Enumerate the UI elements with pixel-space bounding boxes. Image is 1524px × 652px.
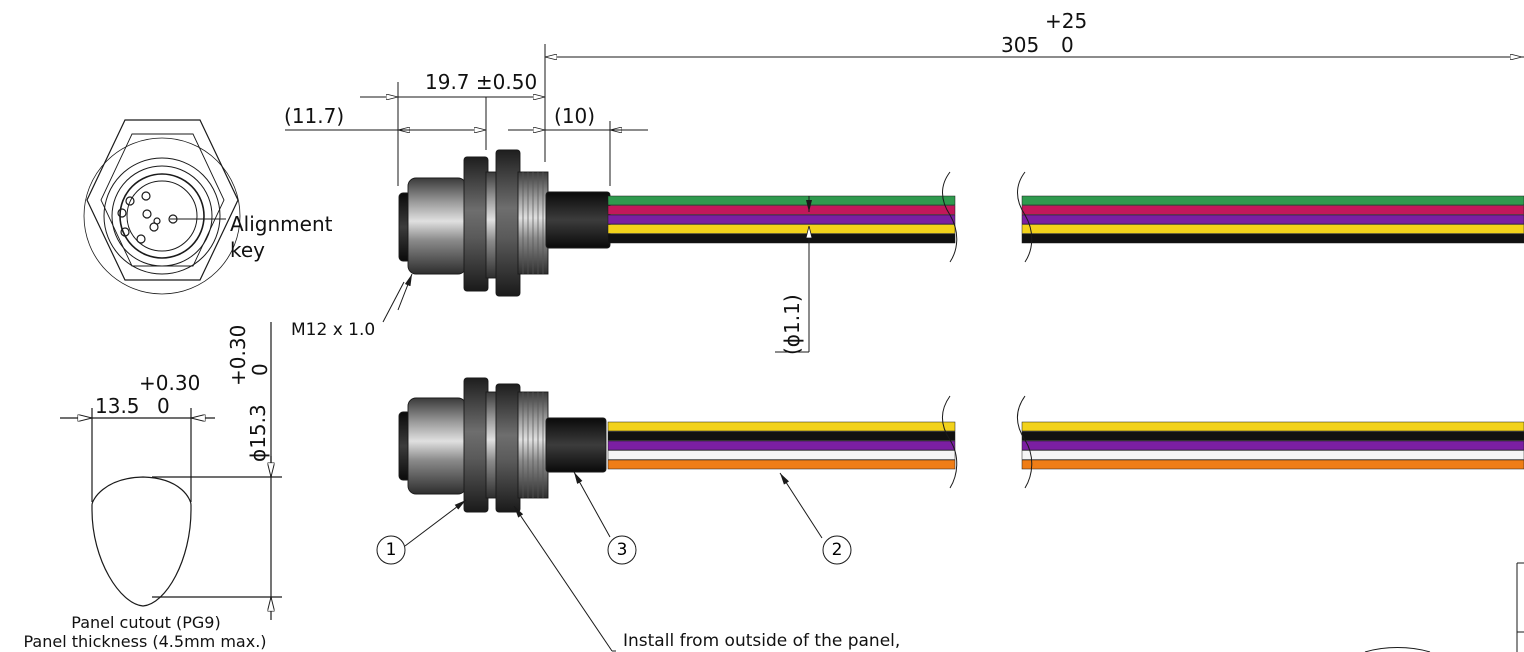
callout-circles — [376, 535, 852, 565]
wire-left-3 — [607, 450, 956, 460]
wire-right-3 — [1021, 450, 1524, 460]
connector-front-view — [83, 119, 241, 295]
wire-right-0 — [1021, 195, 1524, 206]
thread-label: M12 x 1.0 — [291, 320, 376, 340]
back-length: (10) — [554, 104, 596, 128]
title-block-fragment — [1364, 562, 1524, 652]
wire-right-4 — [1021, 233, 1524, 244]
cutout-width: 13.5 — [95, 394, 140, 418]
wire-diameter-label: (ϕ1.1) — [780, 294, 804, 355]
panel-thickness-label: Panel thickness (4.5mm max.) — [23, 632, 267, 651]
wire-right-2 — [1021, 214, 1524, 225]
wire-right-4 — [1021, 459, 1524, 470]
alignment-key-label-line1: Alignment — [230, 212, 333, 236]
connector-side-bottom — [398, 377, 607, 513]
panel-cutout-label: Panel cutout (PG9) — [71, 613, 221, 632]
body-length: 19.7 ±0.50 — [425, 70, 538, 94]
wire-right-1 — [1021, 205, 1524, 215]
wire-left-0 — [607, 421, 956, 432]
wire-right-2 — [1021, 440, 1524, 451]
wire-right-0 — [1021, 421, 1524, 432]
install-note: Install from outside of the panel, — [623, 631, 901, 651]
connector-side-top — [398, 149, 611, 297]
wire-left-1 — [607, 431, 956, 441]
wire-bundle-top — [607, 195, 1524, 244]
wire-left-3 — [607, 224, 956, 234]
overall-tol-plus: +25 — [1045, 9, 1088, 33]
wire-left-0 — [607, 195, 956, 206]
callout-2: 2 — [831, 540, 843, 560]
wire-bundle-bottom — [607, 421, 1524, 470]
cable-break-marks — [942, 171, 1033, 489]
dimension-body — [285, 82, 648, 186]
wire-left-1 — [607, 205, 956, 215]
front-length: (11.7) — [284, 104, 345, 128]
alignment-key-label-line2: key — [230, 238, 266, 262]
panel-cutout-view — [60, 322, 282, 620]
cutout-width-tol-plus: +0.30 — [139, 371, 201, 395]
cutout-dia-tol-plus: +0.30 — [226, 324, 250, 386]
wire-left-2 — [607, 214, 956, 225]
callout-1: 1 — [385, 540, 397, 560]
leader-lines — [382, 273, 823, 652]
wire-left-4 — [607, 233, 956, 244]
wire-left-4 — [607, 459, 956, 470]
wire-left-2 — [607, 440, 956, 451]
cutout-width-tol-minus: 0 — [157, 394, 170, 418]
wire-right-3 — [1021, 224, 1524, 234]
dimension-overall — [544, 44, 1524, 162]
overall-length: 305 — [1001, 33, 1040, 57]
cutout-diameter: ϕ15.3 — [246, 404, 270, 462]
callout-3: 3 — [616, 540, 628, 560]
dimension-wire-dia — [775, 196, 812, 353]
cutout-dia-tol-minus: 0 — [248, 363, 272, 376]
overall-tol-minus: 0 — [1061, 33, 1074, 57]
wire-right-1 — [1021, 431, 1524, 441]
